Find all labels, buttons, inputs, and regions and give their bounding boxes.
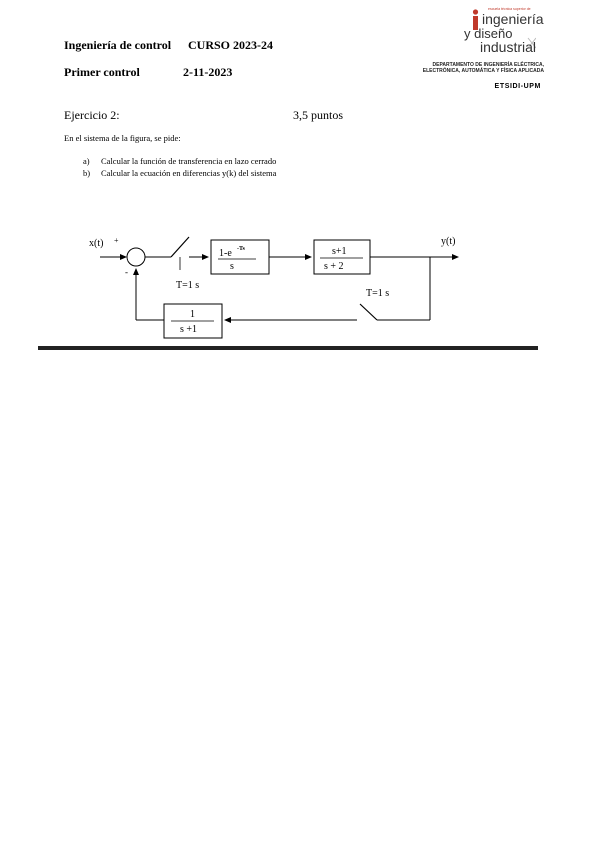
zoh-numerator: 1-e <box>219 248 232 259</box>
feedback-numerator: 1 <box>190 309 195 320</box>
sampler2-label: T=1 s <box>366 288 389 299</box>
logo-mark-icon <box>472 9 536 49</box>
summing-junction <box>126 247 146 267</box>
plant-numerator: s+1 <box>332 246 347 257</box>
minus-sign: - <box>125 267 128 277</box>
item-b-marker: b) <box>83 168 91 178</box>
feedback-denominator: s +1 <box>180 324 197 335</box>
zoh-denominator: s <box>230 261 234 272</box>
exam-name: Primer control <box>64 65 140 79</box>
school-acronym: ETSIDI-UPM <box>494 83 541 90</box>
item-b-text: Calcular la ecuación en diferencias y(k)… <box>101 168 277 178</box>
input-label: x(t) <box>89 238 103 249</box>
horizontal-rule <box>38 346 538 350</box>
course-year: CURSO 2023-24 <box>188 38 274 52</box>
item-a-marker: a) <box>83 156 90 166</box>
exercise-intro: En el sistema de la figura, se pide: <box>64 133 181 143</box>
sampler1-switch <box>170 236 190 258</box>
exercise-points: 3,5 puntos <box>293 108 344 122</box>
item-a-text: Calcular la función de transferencia en … <box>101 156 277 166</box>
logo-line2: y diseño <box>464 26 513 41</box>
sampler1-label: T=1 s <box>176 280 199 291</box>
zoh-exponent: -Ts <box>237 246 245 252</box>
department-line1: DEPARTAMENTO DE INGENIERÍA ELÉCTRICA, <box>432 62 545 68</box>
school-logo: escuela técnica superior de ingeniería y… <box>458 6 550 58</box>
logo-line1: ingeniería <box>482 11 544 27</box>
zoh-block <box>210 239 270 275</box>
sampler2-switch <box>359 303 378 321</box>
plant-block <box>313 239 371 275</box>
department-line2: ELECTRÓNICA, AUTOMÁTICA Y FÍSICA APLICAD… <box>422 68 544 74</box>
logo-line3: industrial <box>480 39 537 55</box>
exam-date: 2-11-2023 <box>183 65 233 79</box>
plant-denominator: s + 2 <box>324 261 344 272</box>
logo-small-text: escuela técnica superior de <box>488 7 531 11</box>
plus-sign: + <box>114 236 119 245</box>
course-name: Ingeniería de control <box>64 38 172 52</box>
exercise-title: Ejercicio 2: <box>64 108 120 122</box>
output-label: y(t) <box>441 236 455 247</box>
department-name: DEPARTAMENTO DE INGENIERÍA ELÉCTRICA, EL… <box>423 62 544 74</box>
